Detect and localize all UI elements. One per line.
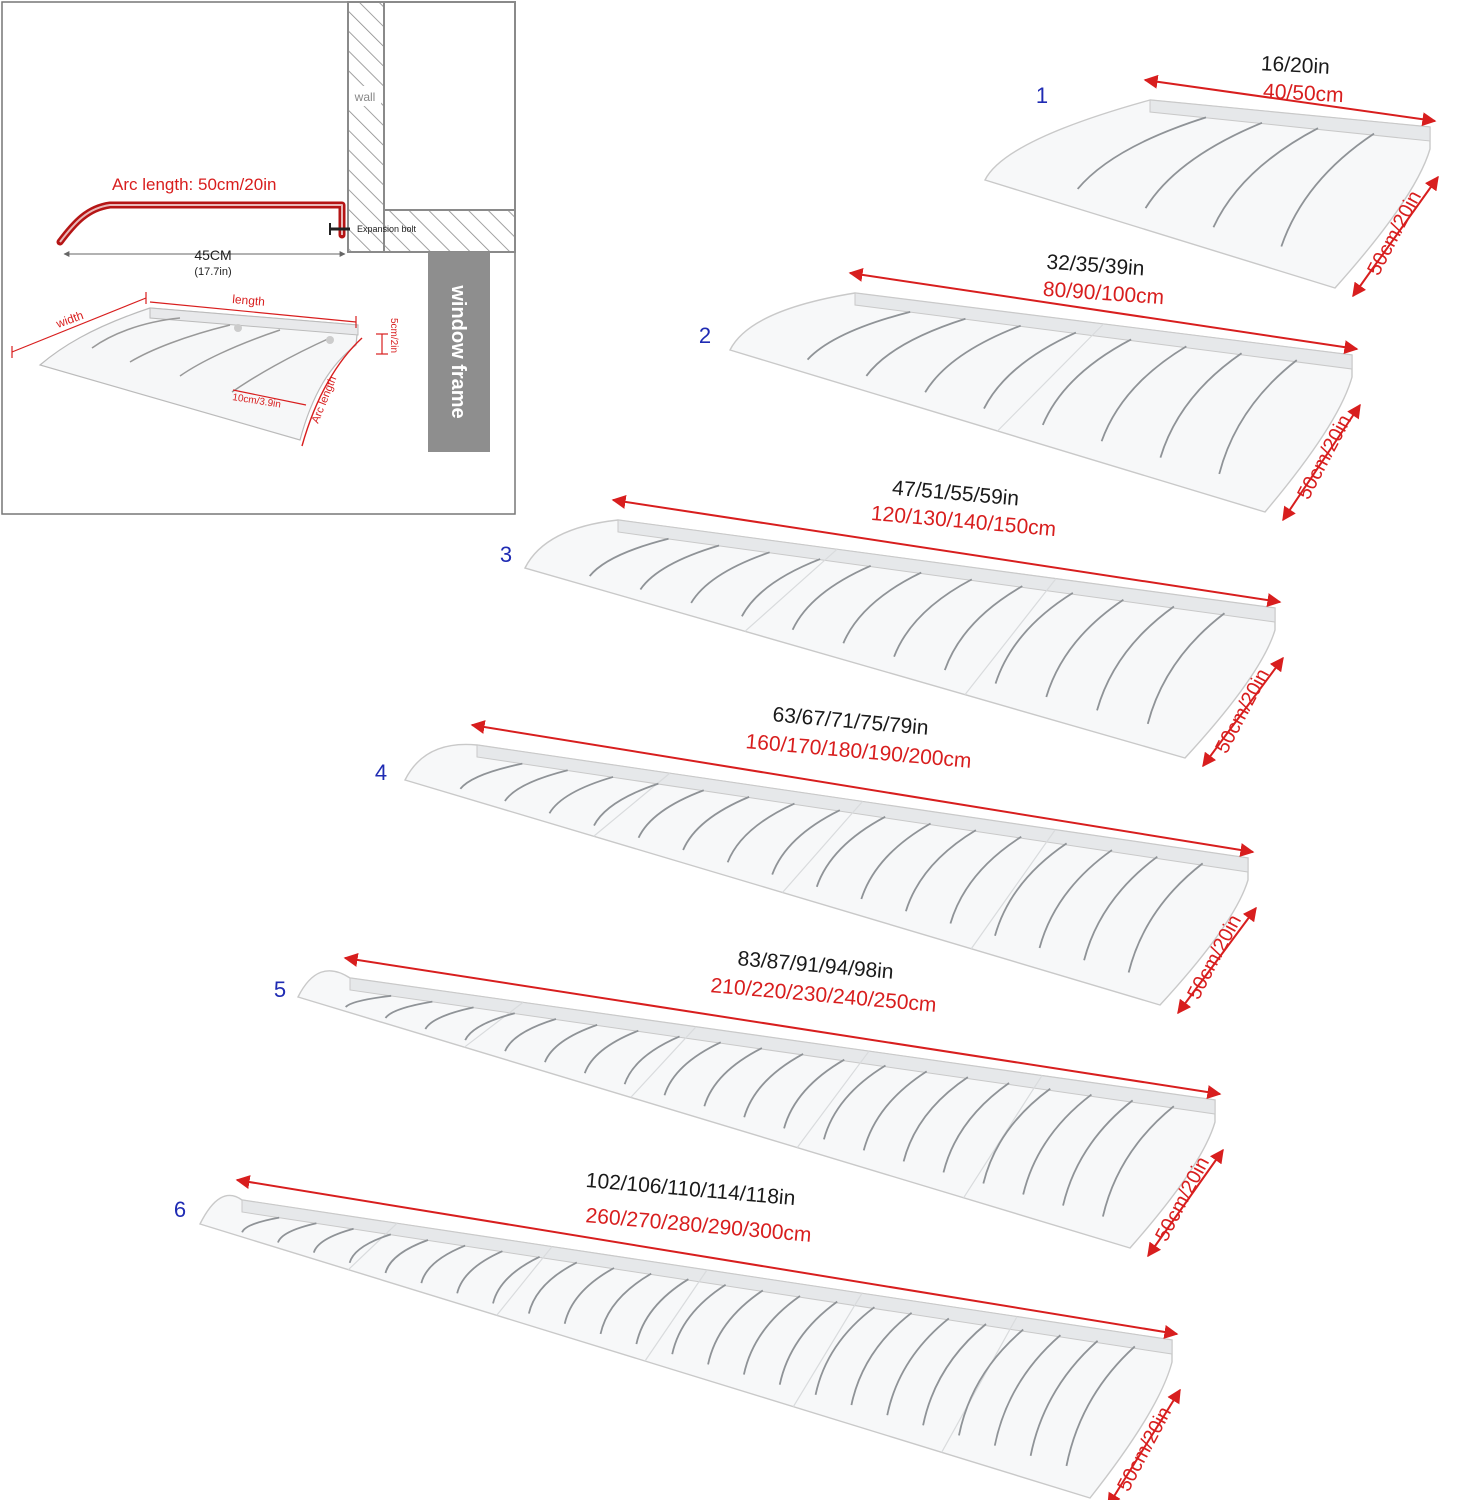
depth-cm-label: 45CM (194, 247, 231, 263)
support-rib (1096, 605, 1175, 711)
support-rib (1083, 855, 1158, 961)
width-arrow (1143, 74, 1437, 127)
canopy-variant-6: 6 102/106/110/114/118in260/270/280/290/30… (174, 1169, 1181, 1500)
support-rib (1212, 127, 1319, 228)
support-rib (1065, 1345, 1136, 1467)
size-cm-label: 160/170/180/190/200cm (745, 730, 973, 773)
variant-number: 3 (500, 542, 512, 567)
arc-length-label: Arc length: 50cm/20in (112, 175, 276, 194)
size-cm-label: 120/130/140/150cm (870, 502, 1057, 541)
expansion-bolt-label: Expansion bolt (357, 224, 417, 234)
size-inches-label: 16/20in (1260, 52, 1330, 79)
depth-dimension: 45CM (17.7in) (63, 247, 346, 278)
variant-number: 6 (174, 1197, 186, 1222)
variant-number: 5 (274, 977, 286, 1002)
width-arrow (470, 720, 1255, 857)
depth-arrow (1107, 1388, 1181, 1500)
expansion-bolt: Expansion bolt (329, 223, 417, 235)
width-arrow (235, 1175, 1179, 1339)
support-rib (1280, 132, 1375, 247)
size-inches-label: 102/106/110/114/118in (585, 1169, 796, 1210)
size-cm-label: 210/220/230/240/250cm (710, 974, 938, 1017)
wall-label: wall (354, 90, 376, 104)
support-rib (1144, 121, 1263, 209)
support-rib (1100, 345, 1187, 442)
support-rib (958, 1328, 1024, 1436)
lip-height-label: 5cm/2in (388, 318, 399, 353)
width-arrow (611, 494, 1282, 608)
support-rib (1159, 352, 1243, 458)
segment-joint (941, 1316, 1018, 1453)
wall-section: wall (347, 1, 516, 253)
variant-number: 1 (1036, 83, 1048, 108)
support-rib (1218, 359, 1298, 475)
canopy-panel (199, 1194, 1173, 1499)
width-arrow (848, 267, 1359, 355)
length-label: length (232, 292, 266, 309)
window-frame-label: window frame (447, 284, 469, 418)
depth-in-label: (17.7in) (194, 266, 231, 278)
width-arrow (343, 953, 1222, 1099)
size-cm-label: 260/270/280/290/300cm (585, 1204, 813, 1247)
support-rib (1045, 598, 1124, 698)
support-rib (1146, 612, 1226, 725)
size-cm-label: 40/50cm (1263, 80, 1345, 107)
variant-number: 2 (699, 323, 711, 348)
support-rib (1038, 849, 1113, 949)
installation-detail-panel: wall window frame Arc length: 50cm/20in … (1, 1, 516, 515)
depth-arrow (1352, 175, 1439, 298)
window-frame-block: window frame (428, 252, 490, 452)
variant-number: 4 (375, 760, 387, 785)
support-rib (1029, 1340, 1099, 1456)
size-inches-label: 32/35/39in (1046, 251, 1145, 281)
canopy-variants: 116/20in40/50cm50cm/20in232/35/39in80/90… (174, 52, 1439, 1500)
depth-arrow (1282, 403, 1361, 522)
support-rib (993, 1334, 1061, 1446)
